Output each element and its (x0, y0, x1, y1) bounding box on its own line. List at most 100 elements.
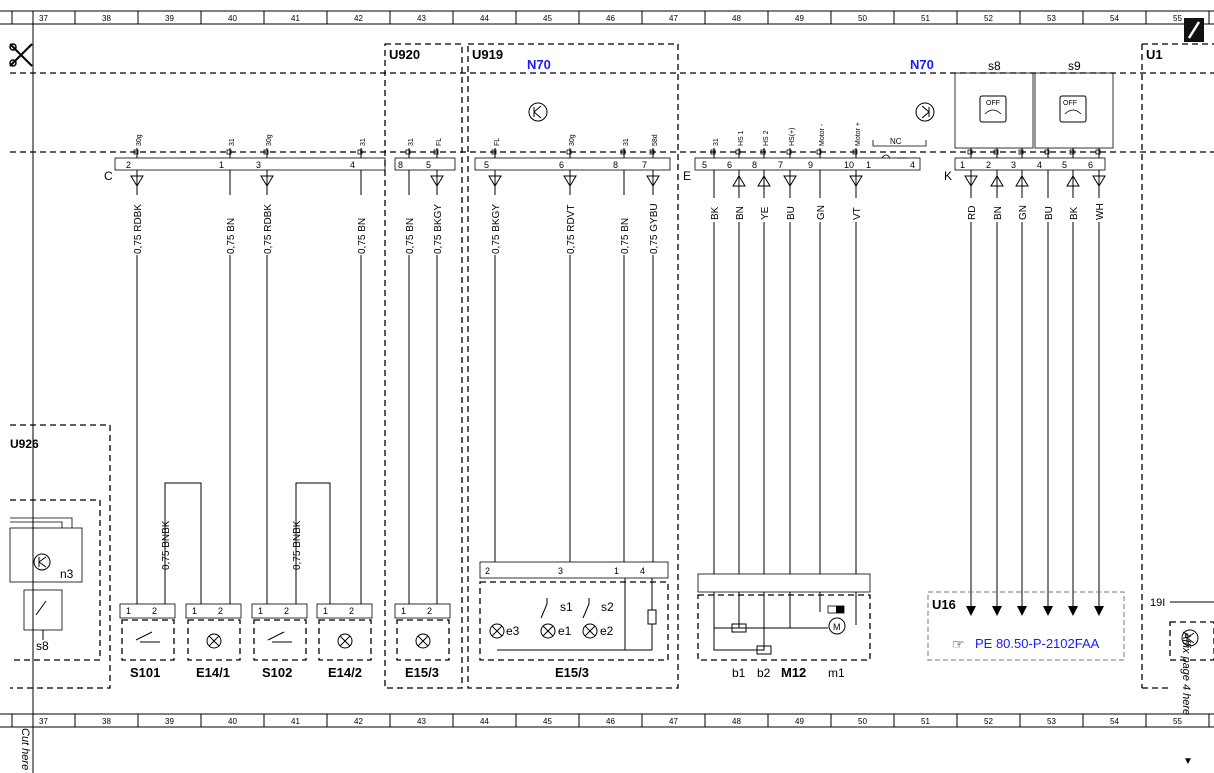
svg-text:s2: s2 (601, 600, 614, 614)
scissors-icon[interactable] (9, 43, 33, 67)
svg-text:Motor +: Motor + (855, 122, 862, 146)
wire-k-0: 1RD (960, 148, 978, 616)
component-e14-1: 1 2 E14/1 (185, 603, 242, 680)
svg-text:31: 31 (713, 138, 720, 146)
svg-text:31: 31 (623, 138, 630, 146)
svg-text:5: 5 (484, 160, 489, 170)
svg-text:E15/3: E15/3 (555, 665, 589, 680)
svg-text:1: 1 (960, 160, 965, 170)
ruler-number: 52 (984, 717, 993, 726)
svg-text:E14/1: E14/1 (196, 665, 230, 680)
wire-k-2: 3GN (1011, 148, 1029, 616)
pencil-icon[interactable] (1184, 18, 1204, 42)
svg-text:e1: e1 (558, 624, 572, 638)
svg-text:FL: FL (436, 138, 443, 146)
svg-text:0,75 BN: 0,75 BN (620, 218, 631, 254)
u919-label: U919 (472, 47, 503, 62)
svg-text:1: 1 (258, 606, 263, 616)
lamp-icon (415, 633, 431, 649)
ruler-number: 47 (669, 717, 678, 726)
motor-icon: M (828, 617, 846, 635)
connector-k-bar (954, 157, 1106, 171)
svg-text:58d: 58d (652, 134, 659, 146)
component-e15-3-right: 2 3 1 4 e3 s1 e1 s2 e2 E15/3 (479, 561, 669, 680)
svg-text:E15/3: E15/3 (405, 665, 439, 680)
svg-text:2: 2 (218, 606, 223, 616)
ruler-number: 48 (732, 717, 741, 726)
svg-text:7: 7 (642, 160, 647, 170)
svg-text:10: 10 (844, 160, 854, 170)
ruler-number: 49 (795, 14, 804, 23)
svg-text:31: 31 (229, 138, 236, 146)
component-m12: M b1 b2 M12 m1 (697, 573, 871, 680)
svg-text:BK: BK (710, 206, 721, 220)
svg-text:BU: BU (786, 206, 797, 220)
s8-box (954, 72, 1034, 149)
svg-text:30g: 30g (266, 134, 273, 146)
bottom-ruler: 3738394041424344454647484950515253545556 (0, 713, 1214, 728)
svg-text:9: 9 (808, 160, 813, 170)
u920-box (384, 43, 463, 689)
svg-text:n3: n3 (60, 567, 74, 581)
svg-text:2: 2 (349, 606, 354, 616)
ruler-number: 51 (921, 14, 930, 23)
ruler-number: 53 (1047, 14, 1056, 23)
svg-text:2: 2 (126, 160, 131, 170)
wire-c-8: 31 8 0,75 BN (613, 138, 631, 562)
svg-text:1: 1 (323, 606, 328, 616)
ruler-number: 55 (1173, 14, 1182, 23)
u926-label: U926 (10, 437, 39, 451)
ruler-number: 40 (228, 717, 237, 726)
cut-here-text: Cut here (19, 728, 31, 770)
ruler-number: 53 (1047, 717, 1056, 726)
svg-text:VT: VT (852, 207, 863, 220)
transistor-icon-left (528, 102, 548, 122)
component-s101: 1 2 S101 (119, 603, 176, 680)
svg-text:0,75 GYBU: 0,75 GYBU (649, 203, 660, 254)
ruler-number: 37 (39, 717, 48, 726)
s9-button-icon[interactable] (1059, 95, 1087, 123)
svg-text:8: 8 (613, 160, 618, 170)
n3-box (10, 499, 101, 661)
svg-text:BN: BN (735, 206, 746, 220)
svg-text:2: 2 (152, 606, 157, 616)
svg-text:1: 1 (126, 606, 131, 616)
svg-text:BN: BN (993, 206, 1004, 220)
lamp-icon (337, 633, 353, 649)
svg-text:b1: b1 (732, 666, 746, 680)
svg-text:OFF: OFF (1063, 100, 1077, 107)
svg-text:0,75 BNBK: 0,75 BNBK (161, 520, 172, 570)
ruler-number: 38 (102, 717, 111, 726)
triangle-down-icon: ▼ (1183, 756, 1193, 767)
svg-text:HS 1: HS 1 (738, 130, 745, 146)
u16-reference-link[interactable]: PE 80.50-P-2102FAA (975, 636, 1100, 651)
affix-text: Affix page 4 here (1180, 631, 1192, 715)
svg-text:0,75 BN: 0,75 BN (405, 218, 416, 254)
component-s102: 1 2 S102 (251, 603, 308, 680)
wire-k-3: 4BU (1037, 148, 1055, 616)
svg-text:0,75 BNBK: 0,75 BNBK (292, 520, 303, 570)
svg-text:s1: s1 (560, 600, 573, 614)
component-n3: n3 s8 (9, 517, 83, 653)
ruler-number: 46 (606, 14, 615, 23)
svg-text:3: 3 (256, 160, 261, 170)
bridge-wire-right: 0,75 BNBK (292, 482, 331, 604)
component-u16: U16 ☞ (927, 591, 1125, 661)
ruler-number: 51 (921, 717, 930, 726)
transistor-icon (33, 553, 51, 571)
svg-text:WH: WH (1095, 203, 1106, 220)
svg-text:1: 1 (192, 606, 197, 616)
s8-button-icon[interactable] (979, 95, 1007, 123)
svg-text:4: 4 (910, 160, 915, 170)
svg-text:OFF: OFF (986, 100, 1000, 107)
svg-text:GN: GN (1018, 205, 1029, 220)
ruler-number: 43 (417, 14, 426, 23)
svg-text:U16: U16 (932, 597, 956, 612)
